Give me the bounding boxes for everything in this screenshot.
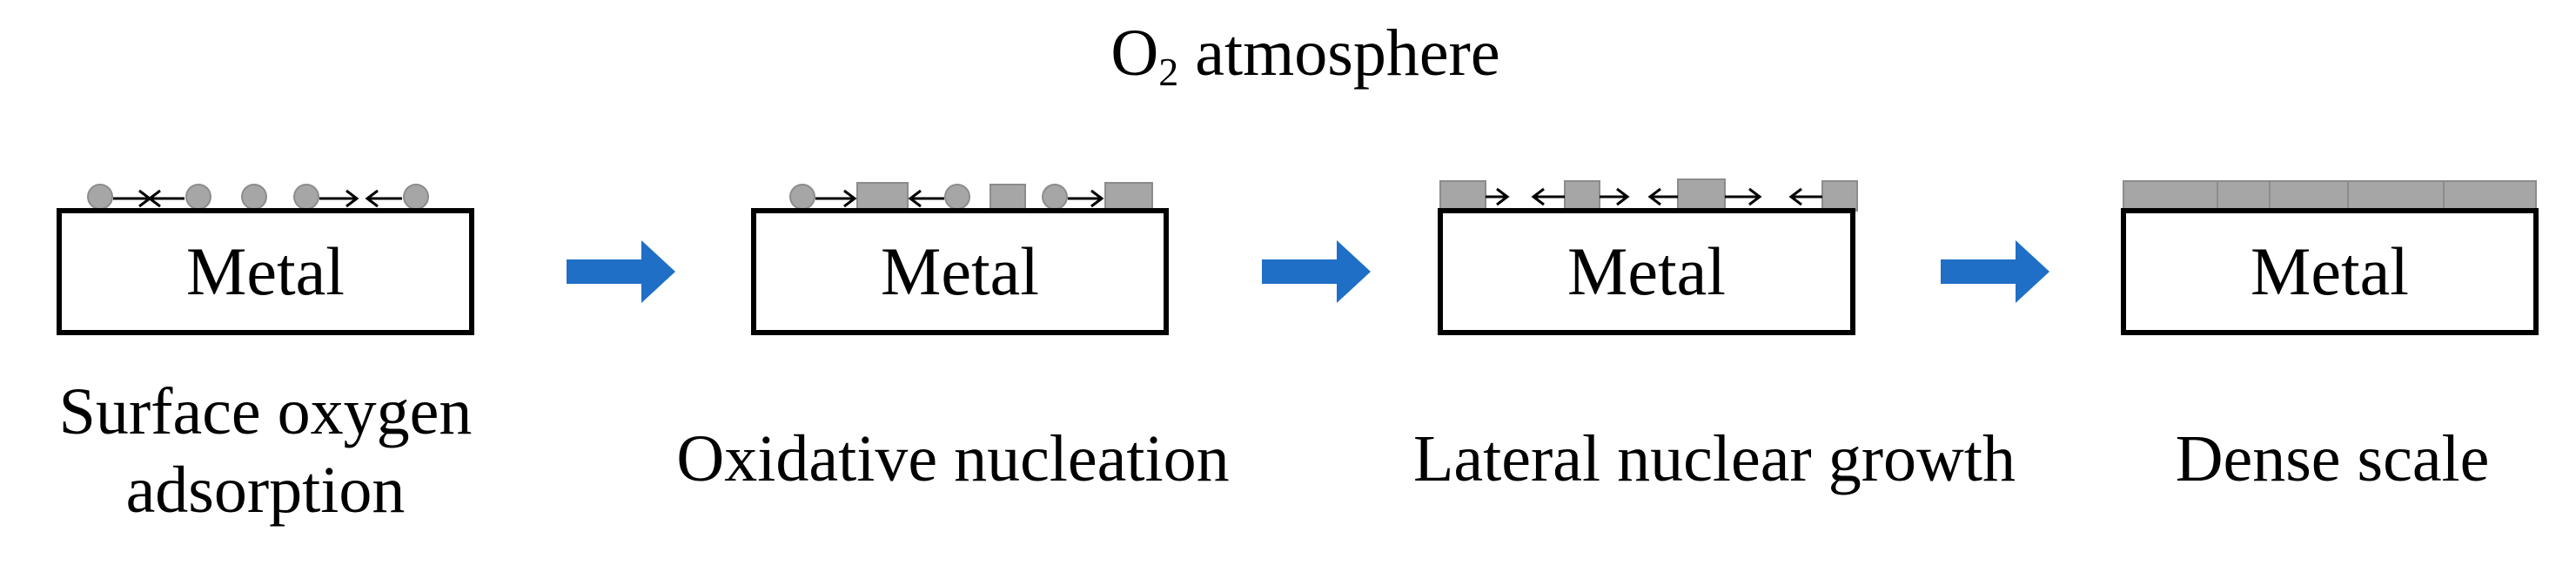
metal-substrate (1438, 208, 1855, 335)
title-subscript: 2 (1158, 50, 1179, 94)
oxygen-atom (403, 184, 429, 210)
stage-1-surface-adsorption: Metal (57, 184, 474, 335)
oxide-nucleus (856, 182, 909, 212)
migration-arrow-right (113, 189, 152, 208)
growth-arrow-right (1486, 187, 1510, 206)
growth-arrow-left (1531, 187, 1565, 206)
oxygen-atom (944, 184, 970, 210)
adsorbed-oxygen-atoms (87, 184, 429, 210)
metal-label: Metal (186, 233, 345, 309)
stage-2-label: Oxidative nucleation (676, 422, 1230, 495)
stage-3-lateral-growth: Metal (1438, 178, 1858, 335)
metal-substrate (57, 208, 474, 335)
migration-arrow-right (815, 189, 857, 208)
flow-arrow-3 (1941, 240, 2049, 303)
metal-substrate (751, 208, 1169, 335)
oxide-island (1821, 180, 1858, 212)
oxygen-atom (87, 184, 113, 210)
diagram-title: O2 atmosphere (870, 16, 1741, 95)
oxygen-atom (789, 184, 815, 210)
migration-arrow-right (1068, 189, 1104, 208)
metal-label: Metal (2251, 233, 2409, 309)
oxide-nucleus (1104, 182, 1153, 212)
oxide-island (1564, 180, 1600, 212)
stage-1-label: Surface oxygen adsorption (58, 375, 473, 527)
migration-arrow-left (365, 189, 402, 208)
stage-2-oxidative-nucleation: Metal (751, 182, 1169, 335)
growing-oxide-islands (1439, 178, 1858, 212)
oxide-island (1677, 178, 1726, 212)
oxygen-atom (185, 184, 211, 210)
migration-arrow-left (908, 189, 944, 208)
stage-3-label: Lateral nuclear growth (1412, 422, 2016, 495)
oxide-island (1439, 180, 1486, 212)
oxygen-atom (241, 184, 267, 210)
title-suffix: atmosphere (1178, 17, 1500, 90)
dense-oxide-scale (2123, 180, 2537, 212)
oxygen-atom (293, 184, 319, 210)
growth-arrow-left (1647, 187, 1678, 206)
flow-arrow-1 (567, 240, 675, 303)
stage-4-label: Dense scale (2175, 422, 2490, 495)
metal-label: Metal (1567, 233, 1726, 309)
growth-arrow-left (1788, 187, 1822, 206)
growth-arrow-right (1600, 187, 1630, 206)
migration-arrow-left (147, 189, 184, 208)
metal-substrate (2121, 208, 2539, 335)
growth-arrow-right (1725, 187, 1762, 206)
metal-label: Metal (881, 233, 1039, 309)
migration-arrow-right (319, 189, 359, 208)
oxide-nuclei (789, 182, 1153, 212)
flow-arrow-2 (1262, 240, 1371, 303)
title-prefix: O (1110, 17, 1159, 90)
oxide-nucleus (989, 184, 1026, 212)
scale-grain-boundaries (2217, 181, 2445, 211)
oxygen-atom (1042, 184, 1068, 210)
stage-4-dense-scale: Metal (2121, 180, 2539, 335)
